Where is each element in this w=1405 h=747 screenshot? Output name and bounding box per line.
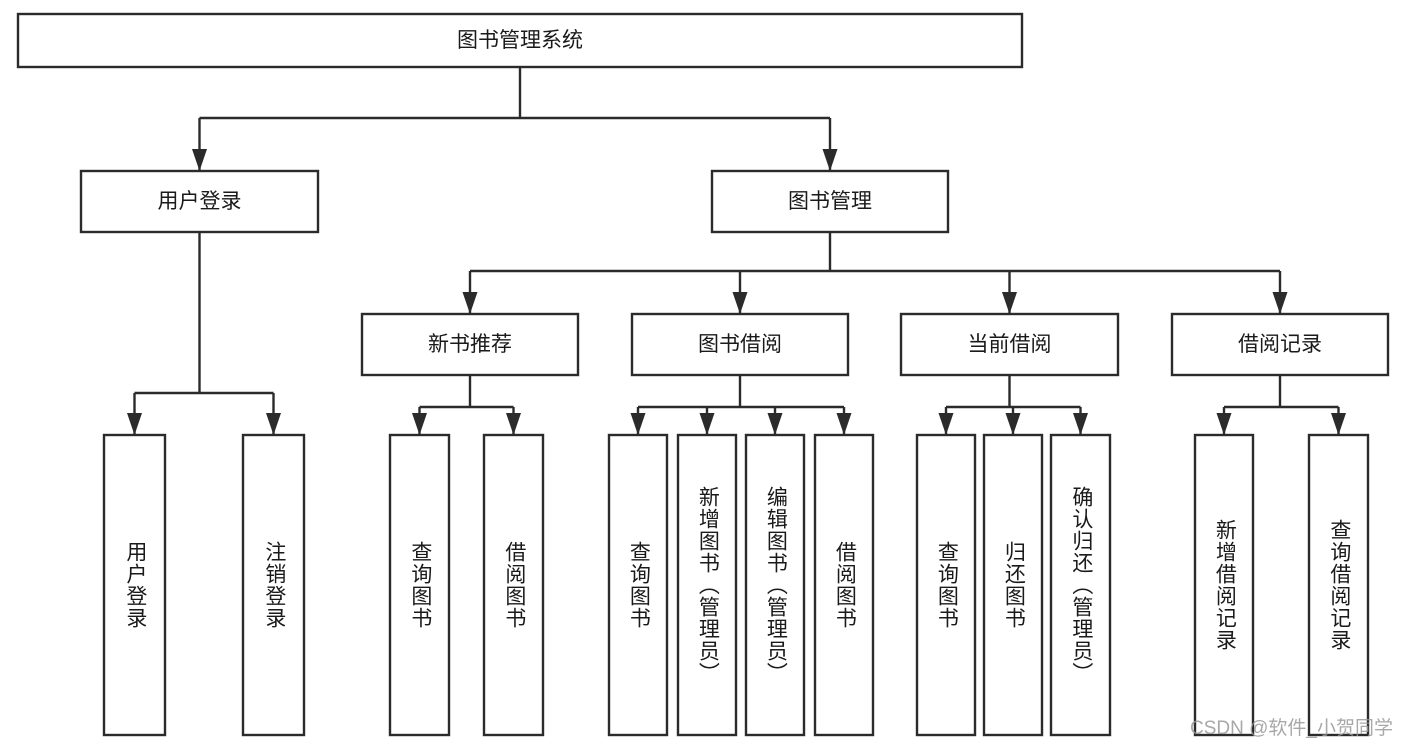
node-box-leaf_1[interactable]	[241, 433, 306, 737]
arrow-head-icon	[938, 413, 954, 435]
node-leaf_5[interactable]	[676, 433, 738, 737]
node-box-leaf_8[interactable]	[915, 433, 977, 737]
arrow-head-icon	[127, 413, 142, 435]
arrow-head-icon	[266, 413, 281, 435]
arrow-head-icon	[732, 292, 748, 314]
node-box-l2_1[interactable]	[630, 312, 850, 377]
arrow-head-icon	[822, 149, 838, 171]
node-box-leaf_2[interactable]	[388, 433, 451, 737]
node-leaf_9[interactable]	[982, 433, 1044, 737]
node-label-l2_0: 新书推荐	[428, 333, 512, 356]
nodes-layer	[16, 12, 1390, 737]
arrow-head-icon	[412, 413, 427, 435]
node-label-l2_2: 当前借阅	[968, 333, 1052, 356]
node-leaf_11[interactable]	[1193, 433, 1255, 737]
node-box-l1_0[interactable]	[79, 169, 320, 234]
node-box-l2_2[interactable]	[899, 312, 1120, 377]
node-l1_0[interactable]	[79, 169, 320, 234]
node-leaf_6[interactable]	[744, 433, 806, 737]
arrow-head-icon	[1216, 413, 1232, 435]
node-box-leaf_12[interactable]	[1307, 433, 1370, 737]
node-box-leaf_3[interactable]	[482, 433, 545, 737]
arrow-head-icon	[1272, 292, 1288, 314]
node-l2_1[interactable]	[630, 312, 850, 377]
node-label-l2_1: 图书借阅	[698, 333, 782, 356]
node-label-l2_3: 借阅记录	[1238, 333, 1322, 356]
node-box-leaf_6[interactable]	[744, 433, 806, 737]
arrow-head-icon	[767, 413, 783, 435]
node-leaf_8[interactable]	[915, 433, 977, 737]
arrow-head-icon	[630, 413, 646, 435]
arrow-head-icon	[699, 413, 715, 435]
node-box-leaf_4[interactable]	[607, 433, 669, 737]
node-leaf_2[interactable]	[388, 433, 451, 737]
node-leaf_12[interactable]	[1307, 433, 1370, 737]
node-leaf_4[interactable]	[607, 433, 669, 737]
arrow-head-icon	[1002, 292, 1017, 314]
arrow-head-icon	[1073, 413, 1088, 435]
node-box-leaf_5[interactable]	[676, 433, 738, 737]
node-l2_2[interactable]	[899, 312, 1120, 377]
node-leaf_7[interactable]	[813, 433, 875, 737]
node-l1_1[interactable]	[710, 169, 950, 234]
node-label-l1_1: 图书管理	[788, 190, 872, 213]
csdn-watermark: CSDN @软件_小贺同学	[1190, 718, 1393, 739]
node-l2_0[interactable]	[360, 312, 580, 377]
arrow-head-icon	[1331, 413, 1346, 435]
node-box-leaf_10[interactable]	[1049, 433, 1112, 737]
node-label-root: 图书管理系统	[457, 29, 583, 52]
arrow-head-icon	[836, 413, 852, 435]
arrow-head-icon	[506, 413, 521, 435]
node-label-l1_0: 用户登录	[158, 190, 242, 213]
node-box-l1_1[interactable]	[710, 169, 950, 234]
node-leaf_3[interactable]	[482, 433, 545, 737]
node-box-leaf_9[interactable]	[982, 433, 1044, 737]
node-leaf_0[interactable]	[102, 433, 167, 737]
node-box-l2_0[interactable]	[360, 312, 580, 377]
node-box-leaf_0[interactable]	[102, 433, 167, 737]
node-box-root[interactable]	[16, 12, 1024, 69]
node-leaf_1[interactable]	[241, 433, 306, 737]
node-leaf_10[interactable]	[1049, 433, 1112, 737]
node-root[interactable]	[16, 12, 1024, 69]
arrow-head-icon	[462, 292, 478, 314]
arrow-head-icon	[1005, 413, 1021, 435]
arrow-head-icon	[192, 149, 207, 171]
node-box-l2_3[interactable]	[1170, 312, 1390, 377]
node-box-leaf_11[interactable]	[1193, 433, 1255, 737]
node-l2_3[interactable]	[1170, 312, 1390, 377]
node-box-leaf_7[interactable]	[813, 433, 875, 737]
edges-layer	[127, 67, 1346, 435]
